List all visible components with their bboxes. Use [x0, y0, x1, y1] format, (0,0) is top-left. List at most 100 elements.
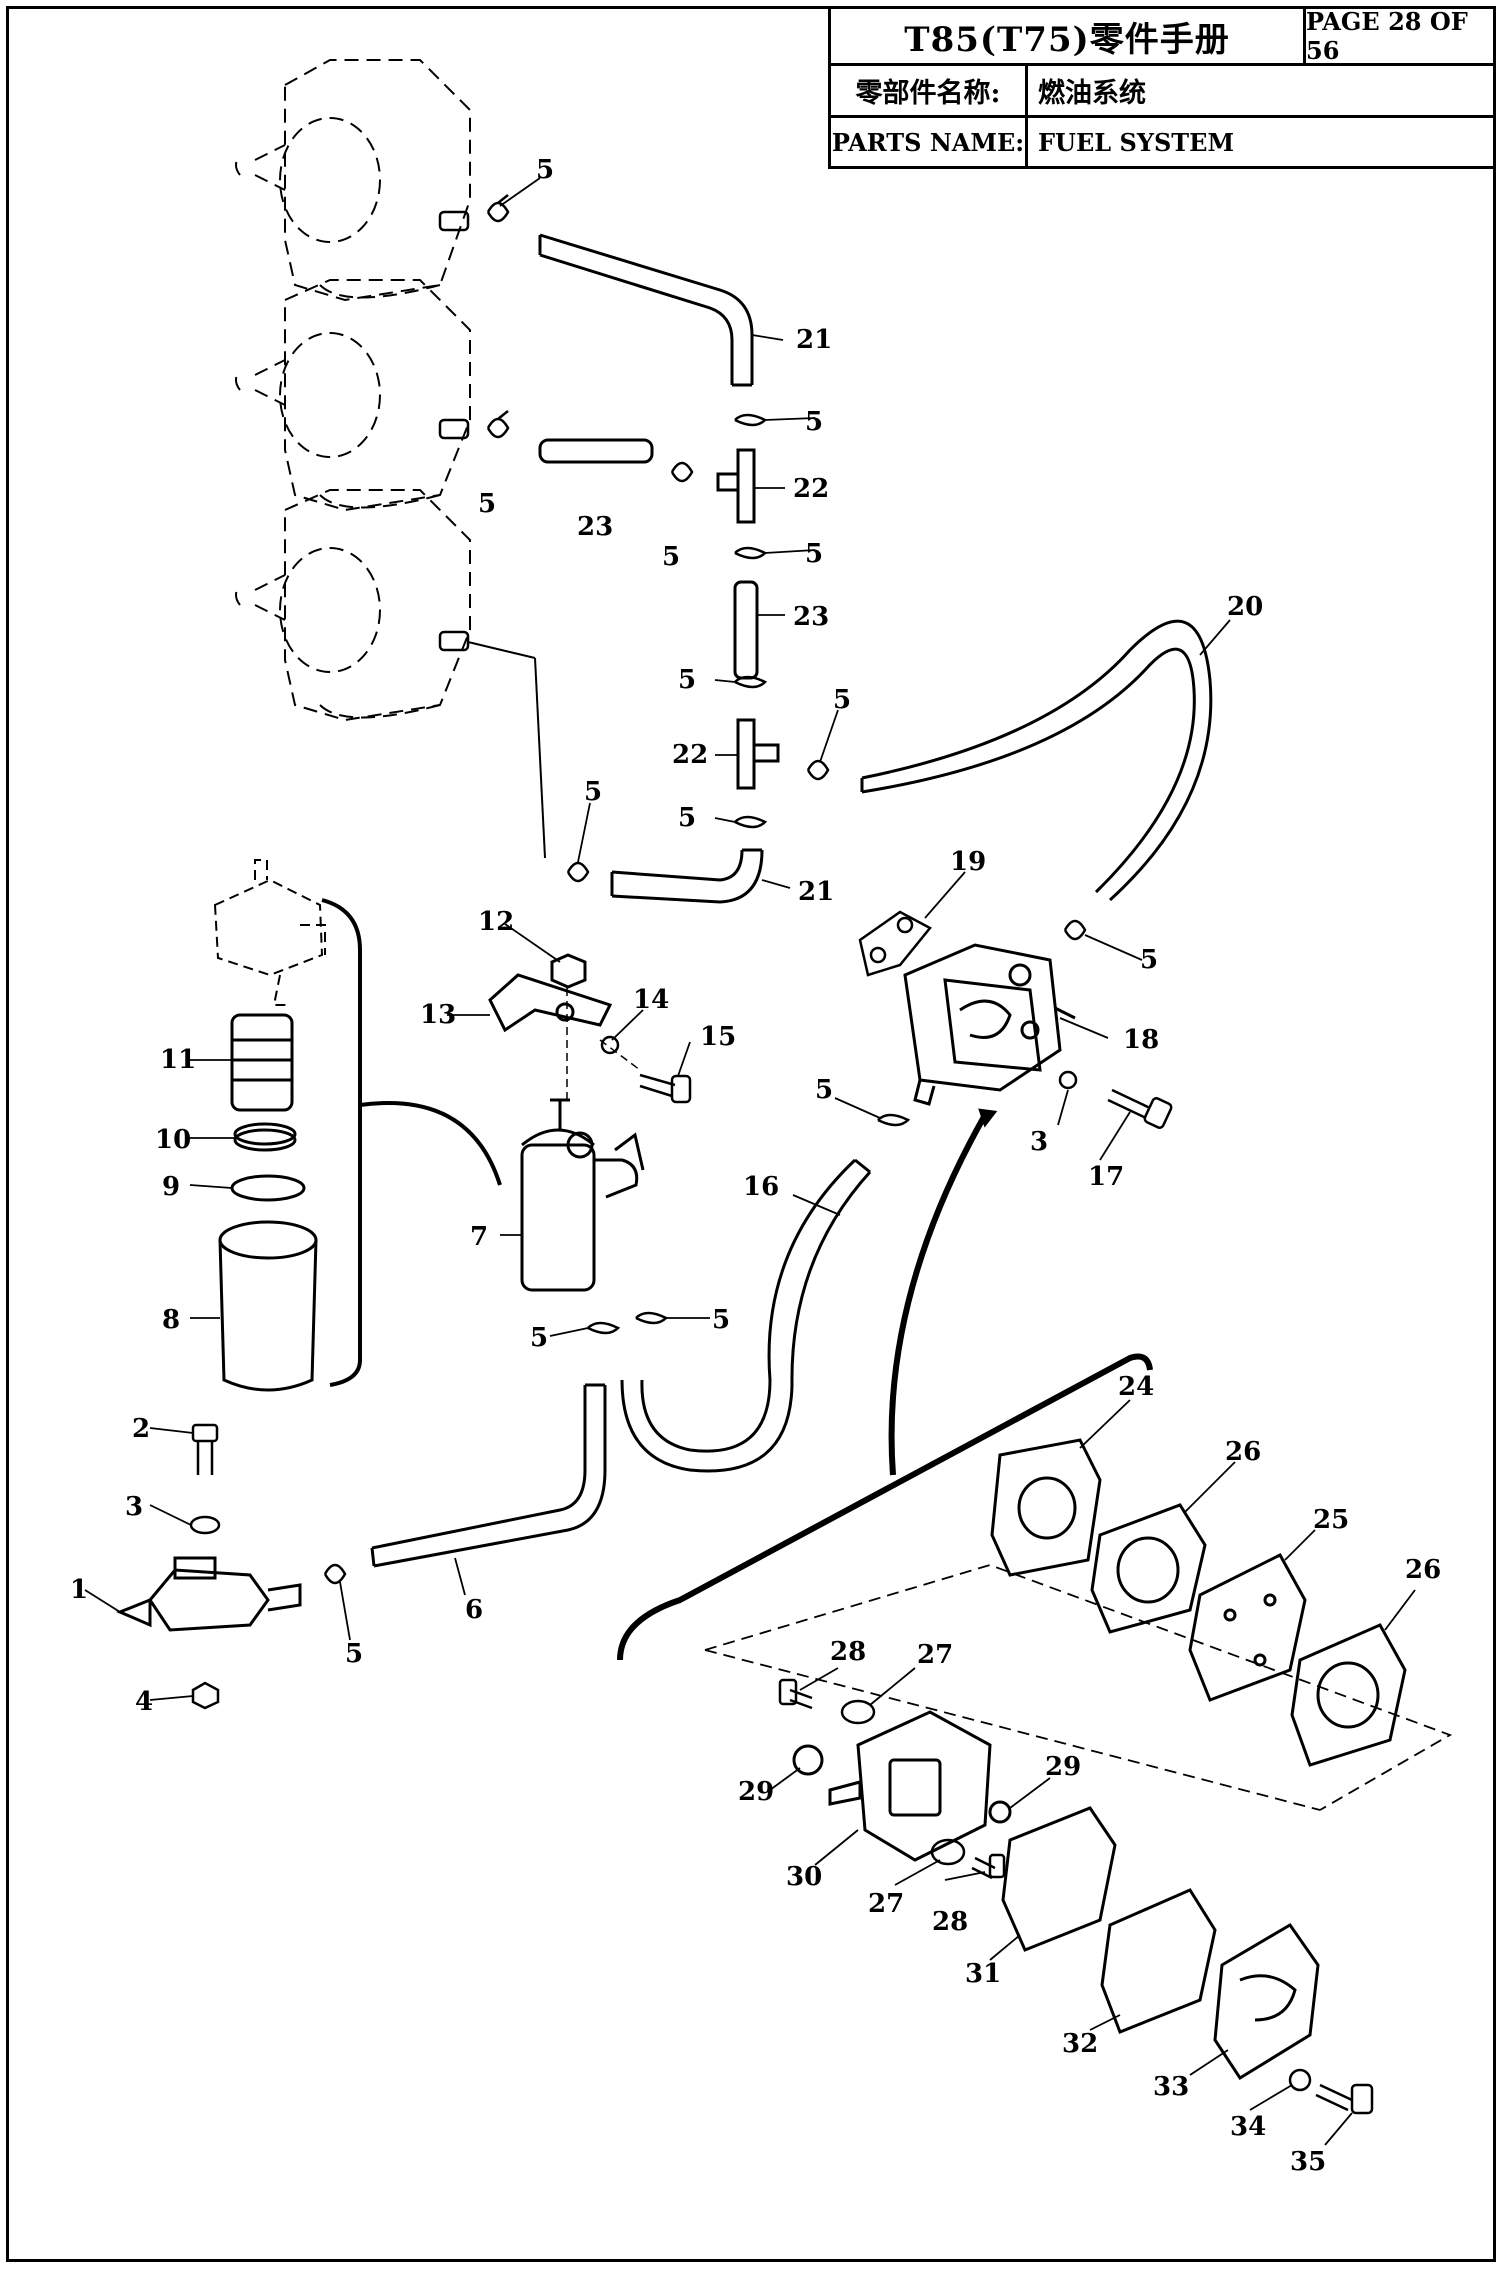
leader-lines [84, 177, 1416, 2146]
gasket-24 [990, 1438, 1102, 1577]
callout-16: 16 [743, 1172, 779, 1202]
nut-12 [550, 953, 587, 989]
callout-24: 24 [1118, 1372, 1154, 1402]
callout-13: 13 [420, 1000, 456, 1030]
callout-12: 12 [478, 907, 514, 937]
callout-5-e: 5 [805, 539, 823, 569]
screw-28-top [778, 1678, 813, 1710]
tee-22-bottom [736, 718, 780, 790]
callout-3-b: 3 [1030, 1127, 1048, 1157]
callout-14: 14 [633, 985, 669, 1015]
callout-8: 8 [162, 1305, 180, 1335]
carburetor-middle [235, 279, 471, 512]
diaphragm-25 [1188, 1553, 1307, 1702]
callout-5-m: 5 [712, 1305, 730, 1335]
cover-33 [1213, 1923, 1320, 2081]
callout-21-b: 21 [798, 877, 834, 907]
callout-5-n: 5 [345, 1639, 363, 1669]
arrow-to-pump [888, 1113, 988, 1476]
carburetor-bottom [235, 489, 471, 722]
callout-34: 34 [1230, 2112, 1266, 2142]
callout-5-l: 5 [530, 1323, 548, 1353]
check-valve-27-bottom [930, 1838, 966, 1866]
filter-head [213, 859, 326, 1006]
filter-bracket-line [321, 898, 362, 1387]
valve-29-left [792, 1744, 824, 1776]
callout-30: 30 [786, 1862, 822, 1892]
callout-25: 25 [1313, 1505, 1349, 1535]
callout-2: 2 [132, 1414, 150, 1444]
callout-15: 15 [700, 1022, 736, 1052]
callout-23: 23 [793, 602, 829, 632]
hose-clamps [323, 194, 1087, 1585]
washer-34 [1288, 2068, 1312, 2092]
ring-10 [233, 1122, 297, 1152]
carb-line-bottom-2 [534, 657, 546, 859]
nut-4 [191, 1681, 220, 1710]
manual-title: T85(T75)零件手册 [831, 9, 1306, 66]
hose-6 [370, 1383, 607, 1568]
callout-4: 4 [135, 1687, 153, 1717]
callout-29: 29 [738, 1777, 774, 1807]
filter-bowl-8 [218, 1220, 318, 1392]
bracket-13 [488, 973, 613, 1033]
callout-31: 31 [965, 1959, 1001, 1989]
callout-5-i: 5 [584, 777, 602, 807]
gasket-19 [858, 910, 932, 977]
tee-22-top [716, 448, 756, 524]
callout-19: 19 [950, 847, 986, 877]
hose-23-mid [733, 580, 759, 680]
callout-22-b: 22 [672, 740, 708, 770]
callout-18: 18 [1123, 1025, 1159, 1055]
callout-7: 7 [470, 1222, 488, 1252]
callout-21: 21 [796, 325, 832, 355]
callout-17: 17 [1088, 1162, 1124, 1192]
callout-5-d: 5 [805, 407, 823, 437]
callout-27-b: 27 [868, 1889, 904, 1919]
callout-labels-repeat: 5 5 5 5 5 5 5 5 5 5 5 5 5 21 22 23 3 26 … [345, 407, 1441, 1937]
callout-29-b: 29 [1045, 1752, 1081, 1782]
callout-5-k: 5 [815, 1075, 833, 1105]
hose-21-top [538, 233, 754, 387]
callout-5-b: 5 [478, 489, 496, 519]
callout-1: 1 [70, 1575, 88, 1605]
callout-3: 3 [125, 1492, 143, 1522]
callout-26-b: 26 [1405, 1555, 1441, 1585]
callout-6: 6 [465, 1595, 483, 1625]
callout-33: 33 [1153, 2072, 1189, 2102]
washer-3-left [189, 1515, 221, 1535]
callout-26: 26 [1225, 1437, 1261, 1467]
callout-10: 10 [155, 1125, 191, 1155]
callout-28: 28 [830, 1637, 866, 1667]
gasket-31 [1001, 1806, 1117, 1952]
drawing-border [6, 6, 1496, 2262]
title-block: T85(T75)零件手册 PAGE 28 OF 56 零部件名称: 燃油系统 P… [828, 6, 1496, 169]
arrow-head [978, 1108, 998, 1128]
callout-35: 35 [1290, 2147, 1326, 2177]
hose-16 [620, 1158, 872, 1473]
fuel-filter-7 [520, 1098, 645, 1292]
carb-line-bottom [467, 641, 536, 659]
callout-labels: 1 2 3 4 5 6 7 8 9 10 11 12 13 14 15 16 1… [70, 155, 1349, 2177]
connector-1 [116, 1556, 302, 1632]
check-valve-27-top [840, 1699, 876, 1725]
hose-21-bottom [610, 848, 764, 904]
parts-name-value-en: FUEL SYSTEM [1038, 127, 1235, 157]
gasket-26-a [1090, 1503, 1207, 1634]
diaphragm-32 [1100, 1888, 1217, 2034]
callout-20: 20 [1227, 592, 1263, 622]
callout-9: 9 [162, 1172, 180, 1202]
callout-28-b: 28 [932, 1907, 968, 1937]
fuel-pump-18 [903, 943, 1076, 1106]
bolt-15 [639, 1073, 692, 1104]
callout-22: 22 [793, 474, 829, 504]
washer-14 [600, 1035, 620, 1055]
gasket-26-b [1290, 1623, 1407, 1767]
o-ring-9 [230, 1174, 306, 1202]
hose-23-left [538, 438, 654, 464]
callout-5-h: 5 [678, 803, 696, 833]
callout-5-c: 5 [662, 542, 680, 572]
callout-5-f: 5 [678, 665, 696, 695]
carburetor-top [235, 59, 471, 302]
